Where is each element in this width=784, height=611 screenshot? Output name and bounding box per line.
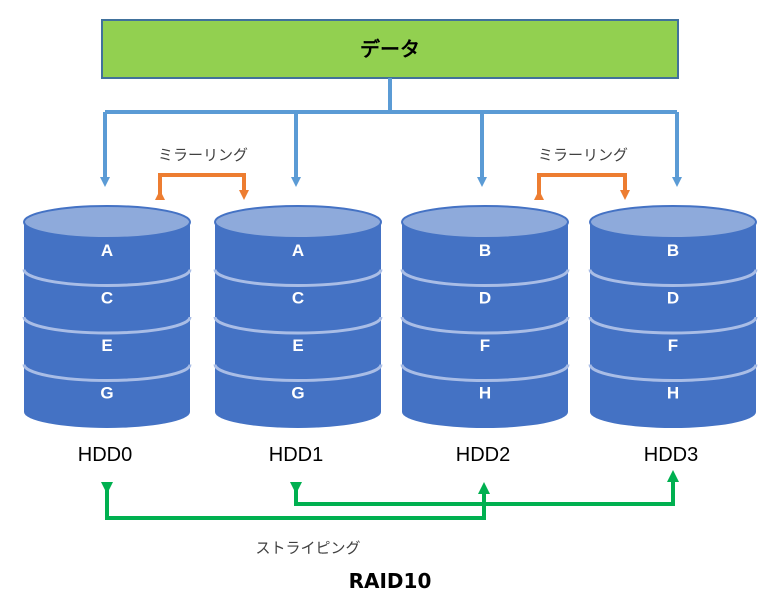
disk-segment-divider	[22, 269, 192, 287]
disk-block-label: C	[101, 288, 113, 307]
disk-block-label: F	[480, 336, 490, 355]
mirroring-label-right: ミラーリング	[538, 146, 628, 164]
disk-segment-divider	[400, 269, 570, 287]
disk-block-label: F	[668, 336, 678, 355]
disk-segment-divider	[400, 316, 570, 335]
disk-hdd2: B D F H HDD2	[400, 205, 570, 466]
disk-name: HDD2	[456, 444, 510, 466]
disk-block-label: A	[101, 241, 113, 260]
mirroring-label-left: ミラーリング	[158, 146, 248, 164]
disk-segment-divider	[588, 269, 758, 287]
data-box: データ	[101, 19, 679, 79]
disk-hdd3: B D F H HDD3	[588, 205, 758, 466]
disk-top	[23, 205, 191, 239]
disk-block-label: B	[667, 241, 679, 260]
mirroring-arrow-left	[155, 173, 249, 200]
mirroring-left: ミラーリング	[155, 146, 249, 200]
disk-block-label: G	[291, 383, 304, 402]
data-distribution-arrows	[100, 78, 682, 187]
disk-segment-divider	[213, 364, 383, 382]
disk-block-label: A	[292, 241, 304, 260]
disk-hdd0: A C E G HDD0	[22, 205, 192, 466]
disk-block-label: D	[667, 288, 679, 307]
striping-arrow-hdd1-hdd3	[290, 470, 679, 506]
disk-name: HDD0	[78, 444, 132, 466]
disk-segment-divider	[213, 269, 383, 287]
disk-name: HDD1	[269, 444, 323, 466]
striping-arrows	[101, 470, 679, 520]
disk-body	[215, 222, 381, 428]
diagram-title: RAID10	[349, 569, 432, 593]
disk-segment-divider	[588, 364, 758, 382]
disks: A C E G HDD0 A C E G HDD1 B D F H HDD2 B D F H HDD3	[22, 205, 758, 466]
disk-block-label: H	[479, 383, 491, 402]
disk-name: HDD3	[644, 444, 698, 466]
striping-label: ストライピング	[255, 539, 360, 557]
disk-top	[401, 205, 569, 239]
mirroring-right: ミラーリング	[534, 146, 630, 200]
disk-body	[590, 222, 756, 428]
disk-segment-divider	[213, 316, 383, 335]
disk-segment-divider	[22, 316, 192, 335]
data-box-label: データ	[360, 37, 420, 61]
data-box-rect	[101, 19, 679, 79]
disk-body	[402, 222, 568, 428]
disk-block-label: C	[292, 288, 304, 307]
disk-block-label: D	[479, 288, 491, 307]
disk-hdd1: A C E G HDD1	[213, 205, 383, 466]
disk-body	[24, 222, 190, 428]
disk-block-label: G	[100, 383, 113, 402]
disk-segment-divider	[588, 316, 758, 335]
disk-block-label: E	[292, 336, 303, 355]
disk-block-label: E	[101, 336, 112, 355]
disk-segment-divider	[400, 364, 570, 382]
disk-top	[214, 205, 382, 239]
disk-block-label: B	[479, 241, 491, 260]
disk-top	[589, 205, 757, 239]
disk-block-label: H	[667, 383, 679, 402]
disk-segment-divider	[22, 364, 192, 382]
mirroring-arrow-right	[534, 173, 630, 200]
